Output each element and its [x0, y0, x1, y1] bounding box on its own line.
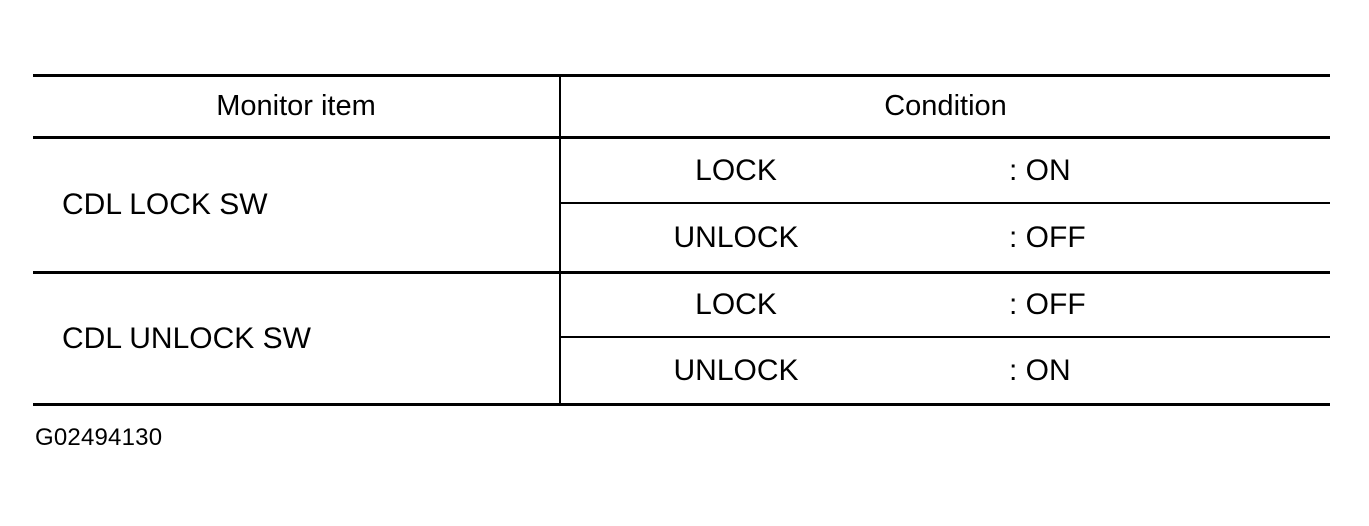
condition-row-2-1: LOCK : OFF: [561, 274, 1330, 336]
condition-value: : ON: [1009, 353, 1071, 387]
column-header-condition: Condition: [884, 90, 1007, 122]
condition-row-2-2: UNLOCK : ON: [561, 338, 1330, 403]
table-top-border: [33, 74, 1330, 77]
monitor-item-cell-1: CDL LOCK SW: [62, 188, 268, 221]
condition-state: UNLOCK: [673, 353, 799, 387]
row1-inner-divider: [559, 202, 1330, 204]
figure-caption: G02494130: [35, 424, 163, 451]
row2-inner-divider: [559, 336, 1330, 338]
condition-state: LOCK: [695, 153, 777, 187]
condition-value: : ON: [1009, 153, 1071, 187]
row-group-divider: [33, 271, 1330, 274]
column-divider: [559, 77, 561, 403]
condition-row-1-1: LOCK : ON: [561, 139, 1330, 202]
condition-value: : OFF: [1009, 220, 1086, 254]
condition-state: LOCK: [695, 288, 777, 321]
table-bottom-border: [33, 403, 1330, 406]
condition-row-1-2: UNLOCK : OFF: [561, 204, 1330, 271]
condition-state: UNLOCK: [673, 220, 799, 254]
monitor-condition-table: Monitor item Condition CDL LOCK SW LOCK …: [33, 74, 1330, 406]
monitor-item-cell-2: CDL UNLOCK SW: [62, 321, 311, 355]
header-bottom-border: [33, 136, 1330, 139]
condition-value: : OFF: [1009, 288, 1086, 321]
column-header-monitor-item: Monitor item: [216, 90, 376, 122]
